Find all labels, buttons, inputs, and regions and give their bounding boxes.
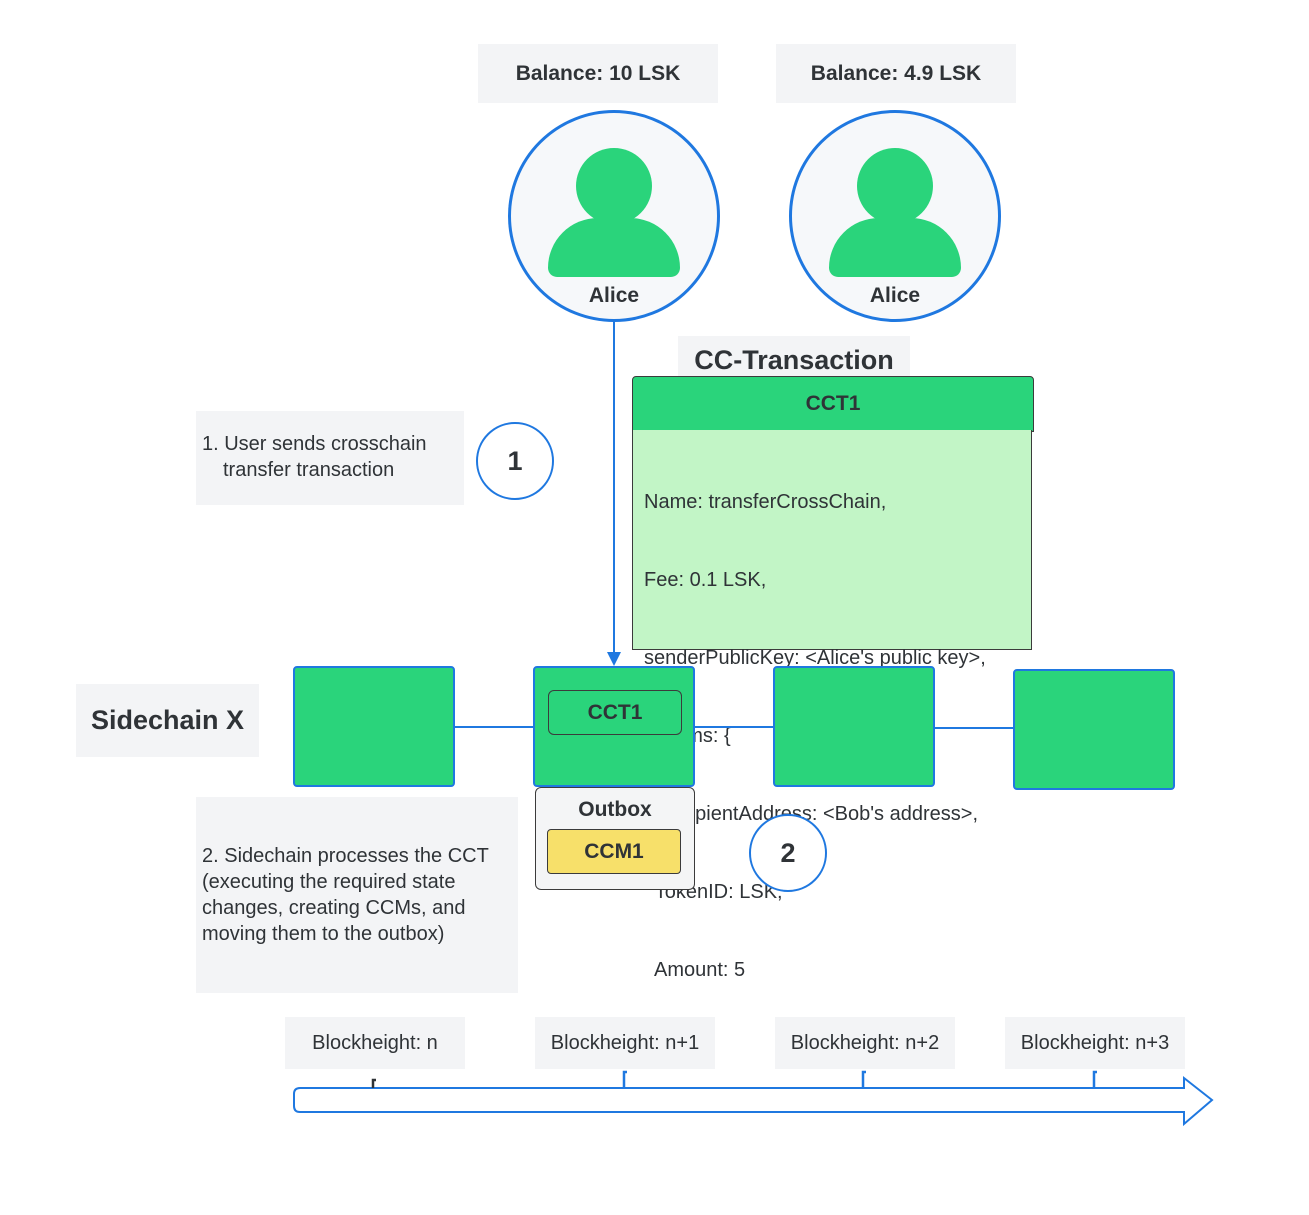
balance-label-after: Balance: 4.9 LSK xyxy=(776,44,1016,103)
transaction-card: CCT1 Name: transferCrossChain, Fee: 0.1 … xyxy=(632,376,1034,1059)
step-2-badge: 2 xyxy=(749,814,827,892)
outbox-title: Outbox xyxy=(578,798,652,821)
transaction-header: CCT1 xyxy=(632,376,1034,432)
transaction-line: Name: transferCrossChain, xyxy=(644,491,887,513)
chain-link xyxy=(693,726,774,728)
send-arrow xyxy=(607,322,621,666)
transaction-line: RecipientAddress: <Bob's address>, xyxy=(644,803,979,825)
step-2-line: moving them to the outbox) xyxy=(202,923,445,945)
blockheight-label-n-plus-3: Blockheight: n+3 xyxy=(1005,1017,1185,1069)
user-body-icon xyxy=(548,218,680,277)
user-body-icon xyxy=(829,218,961,277)
transaction-body: Name: transferCrossChain, Fee: 0.1 LSK, … xyxy=(632,430,1032,1059)
user-name: Alice xyxy=(869,284,921,307)
chain-link xyxy=(933,727,1014,729)
transaction-line: senderPublicKey: <Alice's public key>, xyxy=(644,647,986,669)
balance-label-before: Balance: 10 LSK xyxy=(478,44,718,103)
block-n-plus-1: CCT1 xyxy=(533,666,695,787)
transaction-line: TokenID: LSK, xyxy=(644,881,783,903)
transaction-line: Fee: 0.1 LSK, xyxy=(644,569,767,591)
blockheight-label-n: Blockheight: n xyxy=(285,1017,465,1069)
transaction-line: Amount: 5 xyxy=(644,959,746,981)
block-n xyxy=(293,666,455,787)
user-name: Alice xyxy=(588,284,640,307)
step-1-line: 1. User sends crosschain xyxy=(202,433,427,455)
step-2-description: 2. Sidechain processes the CCT (executin… xyxy=(196,797,518,993)
chain-link xyxy=(454,726,535,728)
step-2-line: changes, creating CCMs, and xyxy=(202,897,466,919)
ccm-item: CCM1 xyxy=(547,829,681,874)
sidechain-label: Sidechain X xyxy=(76,684,259,757)
user-head-icon xyxy=(576,148,652,224)
step-1-description: 1. User sends crosschain transfer transa… xyxy=(196,411,464,505)
timeline-arrow xyxy=(293,1070,1214,1127)
outbox: Outbox CCM1 xyxy=(535,787,695,890)
blockheight-label-n-plus-1: Blockheight: n+1 xyxy=(535,1017,715,1069)
blockheight-label-n-plus-2: Blockheight: n+2 xyxy=(775,1017,955,1069)
block-transaction-cct1: CCT1 xyxy=(548,690,682,735)
block-n-plus-3 xyxy=(1013,669,1175,790)
step-1-badge: 1 xyxy=(476,422,554,500)
user-head-icon xyxy=(857,148,933,224)
user-avatar-after: Alice xyxy=(789,110,1001,322)
user-avatar-before: Alice xyxy=(508,110,720,322)
step-2-line: (executing the required state xyxy=(202,871,456,893)
step-1-line: transfer transaction xyxy=(223,459,395,481)
step-2-line: 2. Sidechain processes the CCT xyxy=(202,845,489,867)
block-n-plus-2 xyxy=(773,666,935,787)
